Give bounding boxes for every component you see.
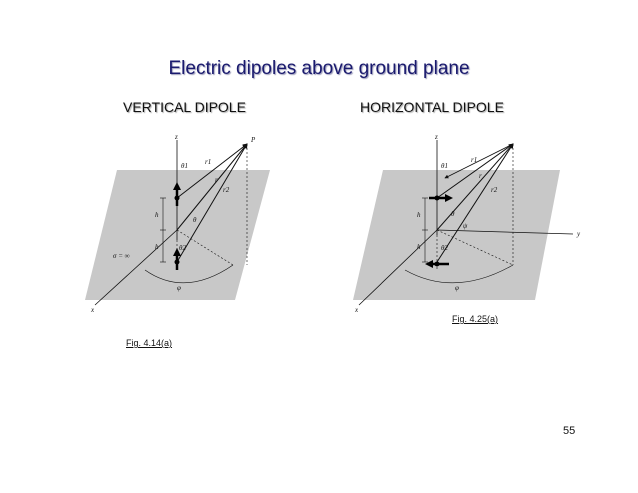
- point-p-label: P: [250, 136, 256, 144]
- z-axis-label: z: [434, 133, 438, 141]
- y-axis-label: y: [576, 230, 581, 238]
- theta1-label: θ1: [181, 162, 188, 170]
- horizontal-dipole-figure: z θ1 r1 r r2 θ ψ θ2 h h y φ x: [353, 133, 581, 314]
- psi-label: ψ: [463, 222, 468, 230]
- theta1-label: θ1: [441, 162, 448, 170]
- image-dipole: [425, 260, 449, 268]
- h-bottom-label: h: [155, 243, 159, 251]
- r1-label: r1: [471, 156, 477, 164]
- horizontal-dipole-heading: HORIZONTAL DIPOLE: [360, 99, 504, 115]
- x-axis-label: x: [354, 306, 359, 314]
- phi-label: φ: [455, 284, 459, 292]
- real-dipole: [429, 194, 453, 202]
- r2-label: r2: [223, 186, 230, 194]
- r1-label: r1: [205, 158, 211, 166]
- figure-caption-right: Fig. 4.25(a): [452, 314, 499, 324]
- sigma-label: σ = ∞: [113, 252, 130, 260]
- h-top-label: h: [417, 211, 421, 219]
- z-axis-label: z: [174, 133, 178, 141]
- theta-label: θ: [193, 216, 197, 224]
- figure-caption-left: Fig. 4.14(a): [126, 338, 173, 348]
- r-label: r: [215, 176, 218, 184]
- slide-title: Electric dipoles above ground plane: [168, 58, 470, 79]
- theta2-label: θ2: [441, 244, 448, 252]
- theta2-label: θ2: [179, 244, 186, 252]
- h-bottom-label: h: [417, 243, 421, 251]
- real-dipole: [173, 182, 181, 206]
- ground-plane: [85, 170, 270, 300]
- r-label: r: [479, 172, 482, 180]
- theta-label: θ: [451, 210, 455, 218]
- phi-label: φ: [177, 284, 181, 292]
- h-top-label: h: [155, 211, 159, 219]
- vertical-dipole-figure: z P θ1 r1 r r2 θ θ2 h h σ = ∞ φ x: [85, 133, 270, 314]
- vertical-dipole-heading: VERTICAL DIPOLE: [123, 99, 246, 115]
- r2-label: r2: [491, 186, 498, 194]
- image-dipole: [173, 248, 181, 270]
- x-axis-label: x: [90, 306, 95, 314]
- page-number: 55: [563, 425, 576, 437]
